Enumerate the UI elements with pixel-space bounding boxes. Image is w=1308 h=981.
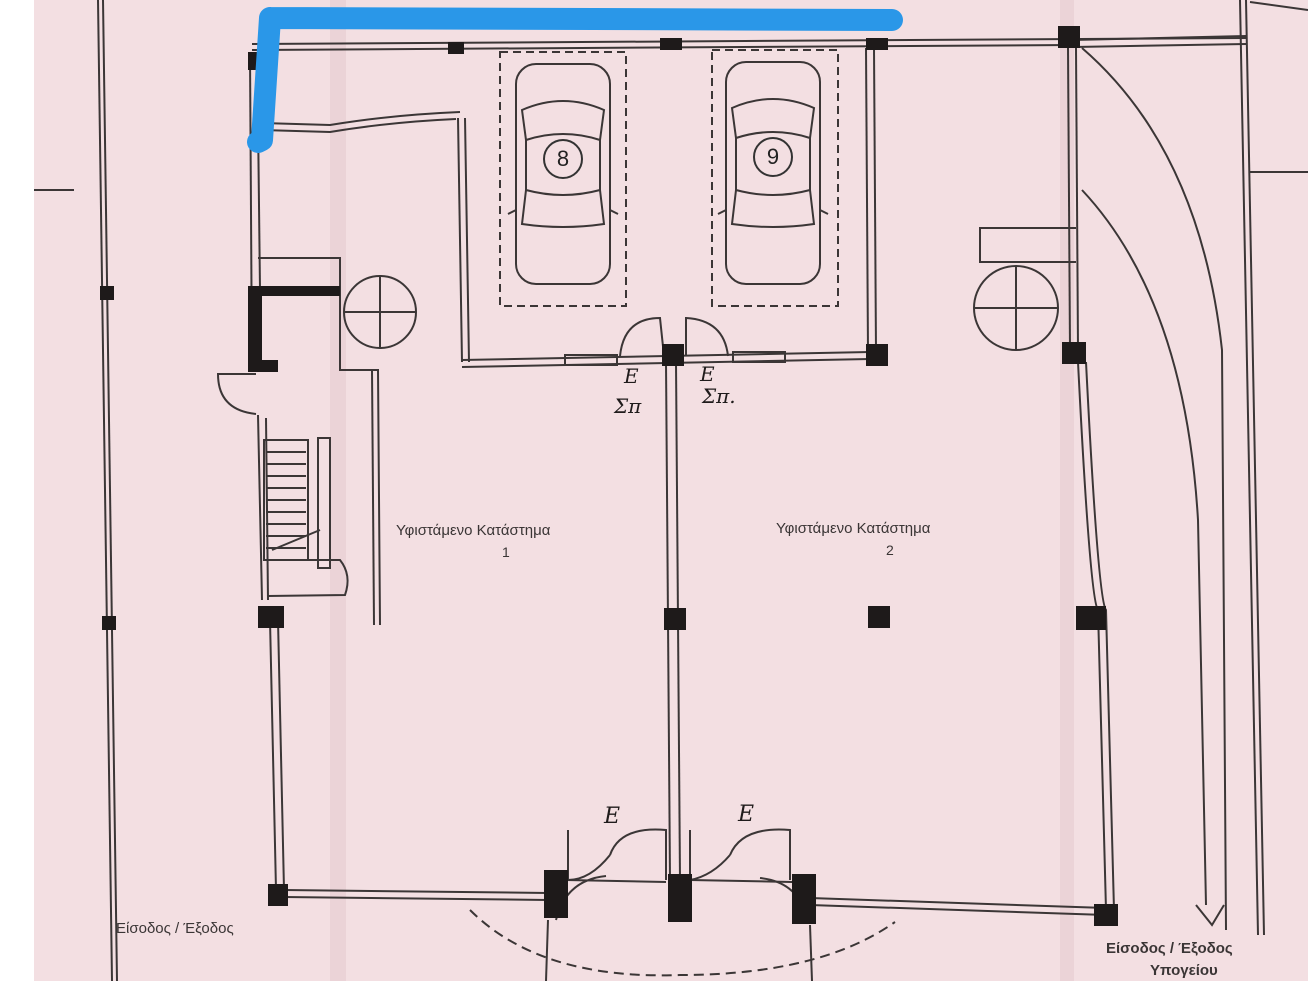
window-parking-left [564, 354, 618, 366]
column [792, 874, 816, 924]
main-entrance-label: Είσοδος / Έξοδος [116, 920, 234, 937]
door-mark-front-right: Ε [738, 802, 755, 827]
room-1-name: Υφιστάμενο Κατάστημα [396, 522, 551, 539]
stair-core-thick-wall [248, 286, 340, 372]
column [668, 874, 692, 922]
column [868, 606, 890, 628]
column [1058, 26, 1080, 48]
structural-columns [100, 26, 1118, 926]
wall-curved-top [261, 111, 461, 127]
column [664, 608, 686, 630]
wall-parking-left-inner [464, 117, 470, 363]
lot-boundary-right-inner [1245, 0, 1265, 936]
shaft-box-right [979, 227, 1076, 263]
wall-top-right-inner [1073, 43, 1247, 48]
door-front-2 [609, 828, 667, 880]
paper-sheet [34, 0, 1308, 981]
lot-boundary-left-inner [102, 0, 118, 981]
column [1076, 606, 1106, 630]
door-mark-rear-left-top: Ε [624, 364, 639, 388]
wall-bottom-left [283, 889, 549, 894]
wall-top-right [1071, 35, 1247, 41]
wall-parking-right-inner [873, 47, 877, 353]
parking-spot-9-outline [711, 49, 839, 307]
driveway-arrow [1195, 904, 1225, 927]
wall-parking-right [865, 47, 869, 353]
column [258, 606, 284, 628]
room-2-name: Υφιστάμενο Κατάστημα [776, 520, 931, 537]
wall-bottom-left-inner [283, 896, 549, 901]
stair-treads [266, 451, 306, 549]
paper-fold-shadow-right [1060, 0, 1074, 981]
lot-boundary-right [1239, 0, 1259, 936]
parking-spot-8-label: 8 [543, 139, 583, 179]
front-step-right [809, 924, 813, 981]
column [866, 38, 888, 50]
front-step-left [545, 919, 549, 981]
column [1094, 904, 1118, 926]
basement-entrance-label-line1: Είσοδος / Έξοδος [1106, 940, 1233, 957]
wall-right-inner [1075, 47, 1079, 351]
column [448, 42, 464, 54]
wall-bottom-right-inner [809, 904, 1107, 916]
stair-core-wall-inner [371, 369, 375, 626]
door-mark-rear-left-bottom: Σπ [614, 394, 642, 418]
column [268, 884, 288, 906]
column [100, 286, 114, 300]
window-parking-right [732, 351, 786, 363]
door-stair-swing [216, 373, 257, 415]
wall-stair-left [257, 414, 263, 601]
column [1062, 342, 1086, 364]
column [544, 870, 568, 918]
front-entrance-arc [469, 909, 896, 977]
door-mark-front-left: Ε [604, 804, 621, 829]
column [662, 344, 684, 366]
stair-arrow [271, 529, 321, 551]
door-front-4 [729, 828, 791, 880]
room-1-number: 1 [502, 544, 510, 560]
stair-landing [263, 439, 309, 561]
door-rear-right-swing [685, 316, 729, 357]
wall-bottom-right [809, 897, 1107, 909]
car-9-icon [717, 61, 829, 285]
door-rear-left-swing [619, 316, 665, 357]
wall-stair-left-inner [265, 417, 269, 601]
basement-entrance-label-line2: Υπογείου [1150, 962, 1218, 979]
driveway-curve-inner [1081, 189, 1207, 906]
room-2-number: 2 [886, 542, 894, 558]
parking-spot-8-outline [499, 51, 627, 307]
wall-parking-left [457, 117, 463, 363]
door-mark-rear-right-bottom: Σπ. [702, 384, 736, 408]
front-threshold-left [565, 879, 667, 883]
column [660, 38, 682, 50]
door-mark-rear-right-top: Ε [700, 362, 715, 386]
driveway-curve-outer [1081, 47, 1227, 931]
stair-turn [267, 559, 349, 597]
wall-left-lower [269, 619, 277, 891]
paper-fold-shadow [330, 0, 346, 981]
lot-boundary-top-right [1249, 1, 1308, 11]
stair-handrail [317, 437, 331, 569]
highlight-marker-line [247, 7, 903, 153]
lot-boundary-left [97, 0, 113, 981]
column [102, 616, 116, 630]
car-8-icon [507, 63, 619, 285]
wall-curved-top-inner [261, 118, 457, 134]
parking-spot-9-label: 9 [753, 137, 793, 177]
wall-right [1067, 47, 1071, 351]
wall-left-lower-inner [277, 619, 285, 891]
column [866, 344, 888, 366]
stair-core-wall [258, 257, 381, 626]
